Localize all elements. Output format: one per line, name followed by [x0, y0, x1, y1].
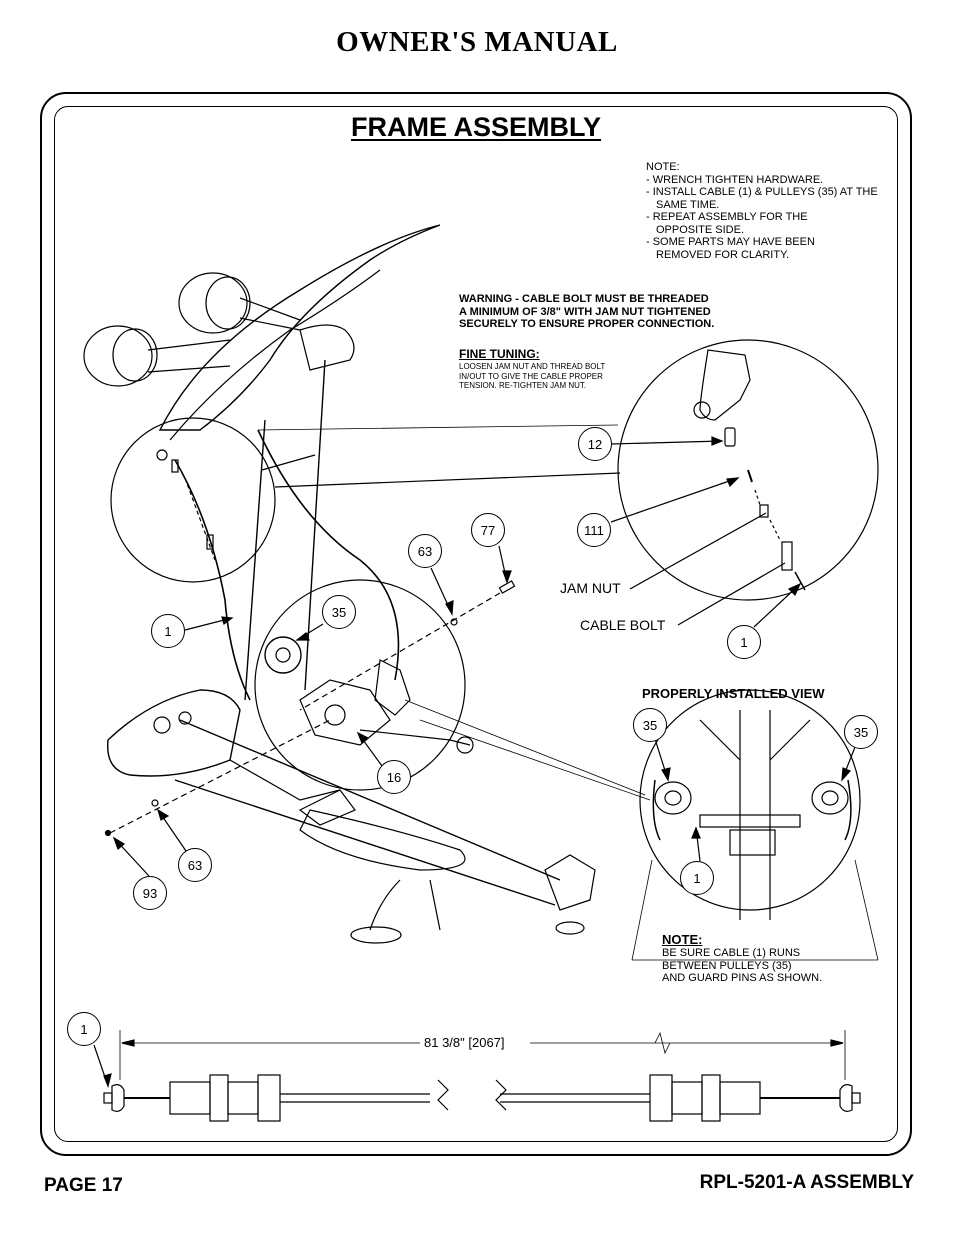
part-balloon-77: 77	[471, 513, 505, 547]
note-item: - REPEAT ASSEMBLY FOR THE OPPOSITE SIDE.	[646, 211, 808, 236]
jam-nut-label: JAM NUT	[560, 580, 621, 596]
note-block: NOTE: - WRENCH TIGHTEN HARDWARE. - INSTA…	[646, 161, 881, 261]
section-title: FRAME ASSEMBLY	[351, 112, 602, 142]
installed-note-line: AND GUARD PINS AS SHOWN.	[662, 972, 823, 984]
pulley-detail-circle	[254, 579, 466, 791]
part-balloon-35-left: 35	[633, 708, 667, 742]
note-title: NOTE:	[646, 161, 680, 173]
inner-frame-border	[54, 106, 898, 1142]
upper-cable-detail-circle	[110, 417, 276, 583]
part-balloon-35-main: 35	[322, 595, 356, 629]
part-balloon-1-cable: 1	[67, 1012, 101, 1046]
warning-line: A MINIMUM OF 3/8" WITH JAM NUT TIGHTENED	[459, 305, 711, 318]
model-assembly-label: RPL-5201-A ASSEMBLY	[699, 1172, 914, 1193]
cable-bolt-detail-circle	[617, 339, 879, 601]
warning-line: SECURELY TO ENSURE PROPER CONNECTION.	[459, 318, 715, 330]
part-balloon-12: 12	[578, 427, 612, 461]
note-item: - SOME PARTS MAY HAVE BEEN REMOVED FOR C…	[646, 236, 815, 261]
outer-frame-border	[40, 92, 912, 1156]
part-balloon-63-bottom: 63	[178, 848, 212, 882]
part-balloon-1-installed: 1	[680, 861, 714, 895]
part-balloon-16: 16	[377, 760, 411, 794]
installed-note-text: BE SURE CABLE (1) RUNS BETWEEN PULLEYS (…	[662, 947, 822, 985]
part-balloon-35-right: 35	[844, 715, 878, 749]
part-balloon-63-top: 63	[408, 534, 442, 568]
installed-note-line: BE SURE CABLE (1) RUNS	[662, 947, 801, 959]
fine-tuning-text: LOOSEN JAM NUT AND THREAD BOLT IN/OUT TO…	[459, 362, 606, 390]
note-item: - INSTALL CABLE (1) & PULLEYS (35) AT TH…	[646, 186, 878, 211]
part-balloon-93: 93	[133, 876, 167, 910]
part-balloon-1-detail: 1	[727, 625, 761, 659]
cable-bolt-label: CABLE BOLT	[580, 617, 666, 633]
cable-length-dimension: 81 3/8" [2067]	[422, 1035, 507, 1050]
page-header-title: OWNER'S MANUAL	[336, 26, 618, 58]
warning-block: WARNING - CABLE BOLT MUST BE THREADED A …	[459, 293, 714, 331]
properly-installed-view-title: PROPERLY INSTALLED VIEW	[642, 686, 825, 701]
warning-line: WARNING - CABLE BOLT MUST BE THREADED	[459, 293, 709, 305]
fine-tuning-title: FINE TUNING:	[459, 347, 540, 361]
note-item: - WRENCH TIGHTEN HARDWARE.	[646, 173, 824, 186]
installed-note-line: BETWEEN PULLEYS (35)	[662, 959, 792, 972]
page-number: PAGE 17	[44, 1175, 123, 1196]
part-balloon-111: 111	[577, 513, 611, 547]
part-balloon-1-main: 1	[151, 614, 185, 648]
installed-note-title: NOTE:	[662, 932, 703, 947]
installed-view-circle	[639, 689, 861, 911]
